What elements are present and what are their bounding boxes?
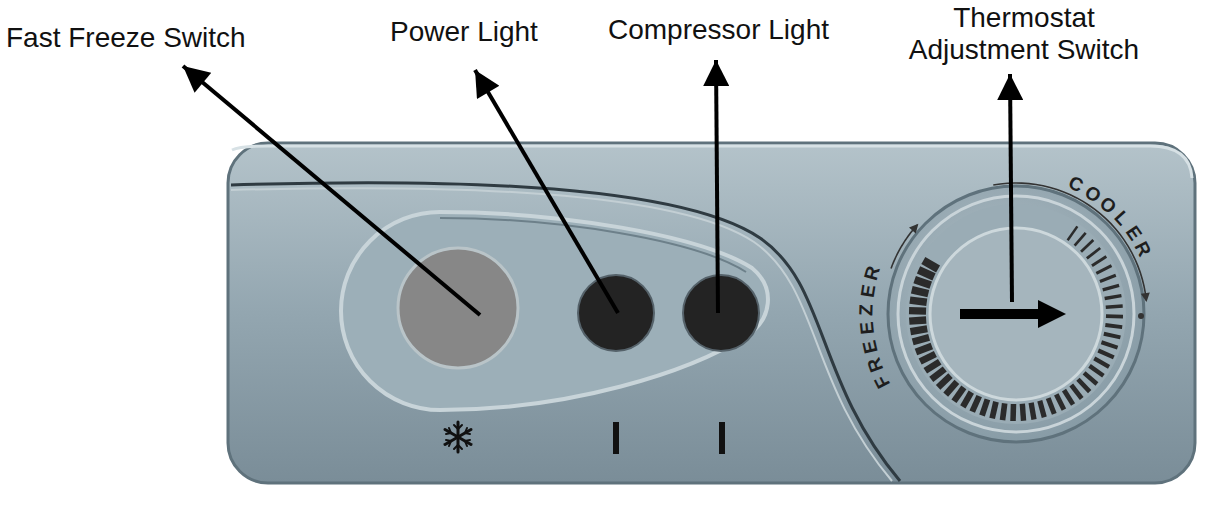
dial-tick [1010, 404, 1016, 421]
snowflake-stroke [445, 430, 471, 445]
dial-tick [992, 402, 996, 419]
dial-tick [912, 290, 929, 294]
dial-tick [1075, 233, 1086, 246]
panel-housing [228, 143, 1195, 483]
dial-tick [913, 337, 929, 341]
dial-tick [909, 307, 926, 315]
dial-dot [1138, 313, 1144, 319]
dial-tick [1087, 248, 1100, 258]
dial-tick [910, 300, 927, 302]
fast-freeze-button [398, 248, 518, 368]
dial-tick [1103, 285, 1119, 290]
dial-tick [1022, 404, 1023, 421]
dial-tick [1040, 401, 1044, 417]
dial-tick [920, 354, 935, 362]
leader-arrow [183, 66, 480, 315]
dial-tick [1048, 398, 1054, 414]
dial-tick [923, 261, 938, 270]
dial-tick [1094, 358, 1109, 366]
dial-tick [1106, 306, 1123, 307]
dial-tick [982, 399, 987, 415]
dial-tick [909, 320, 926, 321]
dial-tick [1081, 240, 1093, 252]
part-label: Compressor Light [608, 14, 829, 46]
dial-tick [1064, 390, 1073, 404]
snowflake-symbol [445, 422, 471, 452]
panel-groove-highlight [231, 188, 892, 481]
dial-tick [1090, 366, 1104, 376]
leader-arrow [475, 70, 618, 313]
dial-outer-ring [888, 186, 1144, 442]
dial-tick [972, 396, 979, 412]
dial-tick [1078, 379, 1090, 391]
dial-tick [915, 280, 931, 285]
snowflake-branches [446, 425, 470, 449]
dial-tick [931, 369, 944, 379]
dial-tick [1003, 403, 1005, 420]
dial-tick [1071, 385, 1081, 398]
dial-band [906, 204, 1126, 424]
dial-tick [1105, 296, 1122, 299]
part-label: Power Light [390, 16, 538, 48]
direction-arc [891, 225, 917, 269]
leader-arrow [716, 60, 718, 313]
part-label: Thermostat Adjustment Switch [889, 2, 1159, 66]
dial-scale-label: FREEZER [852, 259, 896, 396]
panel-highlight [232, 146, 1192, 178]
dial-ring-highlight [898, 196, 1134, 432]
dial-tick [1056, 394, 1064, 409]
dial-ticks [909, 226, 1123, 421]
compressor-light [683, 275, 759, 351]
dial-tick [1084, 373, 1097, 384]
indicator-mark [613, 422, 619, 454]
dial-pointer [960, 309, 1040, 319]
dial-face [930, 228, 1102, 400]
dial-tick [1096, 266, 1111, 274]
dial-tick [916, 346, 932, 352]
dial-tick [910, 329, 927, 332]
dial-tick [938, 376, 950, 388]
indicator-mark [719, 422, 725, 454]
part-label: Fast Freeze Switch [6, 22, 246, 54]
dial-tick [1100, 275, 1116, 281]
dial-tick [1104, 334, 1121, 338]
dial-tick [946, 382, 957, 395]
dial-tick [925, 362, 939, 371]
dial-tick [1068, 226, 1078, 240]
dial-tick [1092, 257, 1106, 266]
dial-scale-label: COOLER [1062, 170, 1157, 263]
dial-pointer-head [1038, 300, 1066, 328]
switch-recess [341, 212, 768, 410]
dial-tick [919, 270, 934, 277]
dial-tick [1101, 342, 1117, 347]
direction-arc [993, 183, 1146, 300]
dial-tick [1098, 351, 1114, 358]
dial-tick [1105, 325, 1122, 327]
dial-tick [1031, 403, 1034, 420]
dial-tick [1106, 314, 1123, 318]
snowflake-stroke [445, 430, 471, 445]
dial-tick [954, 387, 964, 401]
leader-arrow [1010, 74, 1012, 302]
dial-tick [963, 392, 971, 407]
thermostat-dial [888, 183, 1146, 442]
